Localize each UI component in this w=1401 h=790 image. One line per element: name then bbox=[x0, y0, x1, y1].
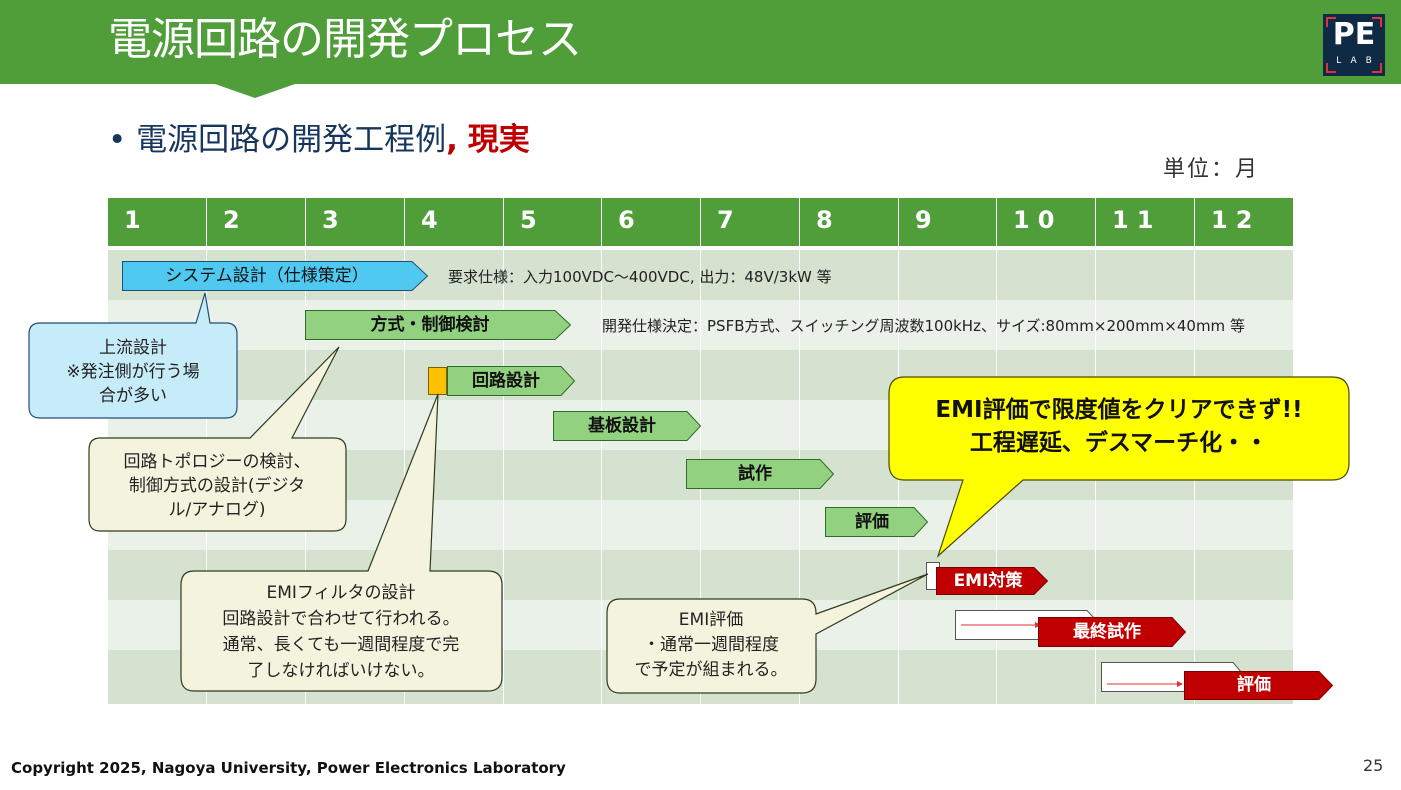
task-arrow-shape bbox=[1038, 617, 1187, 647]
month-header: 5 bbox=[504, 198, 602, 246]
callout-line: ・通常一週間程度 bbox=[643, 635, 779, 655]
task-arrow-shape bbox=[447, 366, 576, 396]
month-header: 3 bbox=[306, 198, 405, 246]
callout-shape bbox=[606, 573, 929, 694]
unit-label: 単位：月 bbox=[1163, 157, 1260, 182]
task-prototype: 試作 bbox=[686, 459, 835, 489]
month-header: 2 bbox=[207, 198, 306, 246]
task-label: システム設計（仕様策定） bbox=[165, 266, 369, 286]
callout-line: 了しなければいけない。 bbox=[247, 661, 435, 681]
callout-line: で予定が組まれる。 bbox=[634, 660, 788, 680]
subtitle-separator: , bbox=[446, 122, 458, 158]
task-arrow-shape bbox=[1184, 671, 1334, 700]
column-divider bbox=[601, 246, 602, 704]
logo-text: PE bbox=[1332, 17, 1376, 52]
month-header: 7 bbox=[701, 198, 800, 246]
slide-title: 電源回路の開発プロセス bbox=[108, 14, 582, 65]
callout-upstream-design: 上流設計 ※発注側が行う場 合が多い bbox=[28, 290, 240, 420]
task-method-control: 方式・制御検討 bbox=[305, 310, 572, 340]
bullet: • bbox=[108, 122, 127, 158]
task-arrow-shape bbox=[553, 411, 702, 441]
task-label: 評価 bbox=[1237, 675, 1271, 695]
task-arrow-shape bbox=[825, 507, 929, 537]
subtitle-main: 電源回路の開発工程例 bbox=[136, 122, 447, 158]
development-spec-note: 開発仕様決定：PSFB方式、スイッチング周波数100kHz、サイズ:80mm×2… bbox=[602, 317, 1245, 335]
title-bar bbox=[0, 0, 1401, 84]
emi-filter-marker bbox=[428, 367, 447, 395]
month-header: 1 bbox=[108, 198, 207, 246]
callout-line: ※発注側が行う場 bbox=[66, 362, 200, 382]
task-label: 最終試作 bbox=[1073, 622, 1141, 642]
callout-line: 制御方式の設計(デジタ bbox=[128, 476, 306, 496]
callout-shape bbox=[88, 346, 347, 532]
logo-subtext: LAB bbox=[1336, 56, 1381, 66]
task-label: 基板設計 bbox=[588, 416, 656, 436]
task-board-design: 基板設計 bbox=[553, 411, 702, 441]
callout-emi-filter: EMIフィルタの設計 回路設計で合わせて行われる。 通常、長くても一週間程度で完… bbox=[180, 392, 506, 694]
month-header: 4 bbox=[405, 198, 504, 246]
pe-lab-logo: PE LAB bbox=[1323, 14, 1385, 76]
page-number: 25 bbox=[1363, 756, 1384, 775]
callout-warning: EMI評価で限度値をクリアできず!! 工程遅延、デスマーチ化・・ bbox=[888, 376, 1352, 560]
callout-line: 上流設計 bbox=[99, 338, 167, 358]
task-arrow-shape bbox=[122, 261, 429, 291]
month-header: 8 bbox=[800, 198, 899, 246]
copyright: Copyright 2025, Nagoya University, Power… bbox=[11, 759, 566, 777]
callout-line: 回路設計で合わせて行われる。 bbox=[222, 609, 460, 629]
month-header: 10 bbox=[997, 198, 1096, 246]
subtitle: • 電源回路の開発工程例, 現実 bbox=[108, 120, 530, 160]
month-header: 11 bbox=[1096, 198, 1195, 246]
task-emi-countermeasure: EMI対策 bbox=[936, 567, 1049, 595]
requirement-spec-note: 要求仕様：入力100VDC〜400VDC, 出力：48V/3kW 等 bbox=[448, 268, 832, 286]
callout-line: EMIフィルタの設計 bbox=[266, 583, 416, 603]
task-arrow-shape bbox=[305, 310, 572, 340]
month-header: 9 bbox=[899, 198, 997, 246]
task-label: 回路設計 bbox=[472, 371, 540, 391]
callout-emi-evaluation: EMI評価 ・通常一週間程度 で予定が組まれる。 bbox=[606, 572, 936, 696]
task-final-evaluation: 評価 bbox=[1184, 671, 1334, 700]
callout-shape bbox=[28, 292, 238, 419]
warning-line: EMI評価で限度値をクリアできず!! bbox=[935, 397, 1303, 423]
callout-topology: 回路トポロジーの検討、 制御方式の設計(デジタ ル/アナログ) bbox=[88, 345, 350, 533]
task-label: 試作 bbox=[738, 464, 772, 484]
callout-shape bbox=[888, 376, 1350, 558]
task-circuit-design: 回路設計 bbox=[447, 366, 576, 396]
task-system-design: システム設計（仕様策定） bbox=[122, 261, 429, 291]
callout-line: 回路トポロジーの検討、 bbox=[123, 452, 311, 472]
column-divider bbox=[404, 246, 405, 704]
month-header: 6 bbox=[602, 198, 701, 246]
warning-line: 工程遅延、デスマーチ化・・ bbox=[969, 430, 1269, 456]
month-header: 12 bbox=[1195, 198, 1293, 246]
column-divider bbox=[503, 246, 504, 704]
task-label: 方式・制御検討 bbox=[370, 315, 490, 335]
title-bar-notch bbox=[215, 84, 295, 98]
callout-line: ル/アナログ) bbox=[168, 500, 266, 520]
callout-line: 通常、長くても一週間程度で完 bbox=[222, 635, 460, 655]
callout-line: 合が多い bbox=[99, 386, 167, 406]
callout-line: EMI評価 bbox=[678, 610, 744, 630]
task-label: 評価 bbox=[855, 512, 889, 532]
subtitle-emphasis: 現実 bbox=[467, 122, 530, 158]
task-final-prototype: 最終試作 bbox=[1038, 617, 1187, 647]
task-arrow-shape bbox=[686, 459, 835, 489]
callout-shape bbox=[180, 393, 503, 692]
task-arrow-shape bbox=[936, 567, 1049, 595]
task-label: EMI対策 bbox=[953, 571, 1023, 591]
task-evaluation: 評価 bbox=[825, 507, 929, 537]
